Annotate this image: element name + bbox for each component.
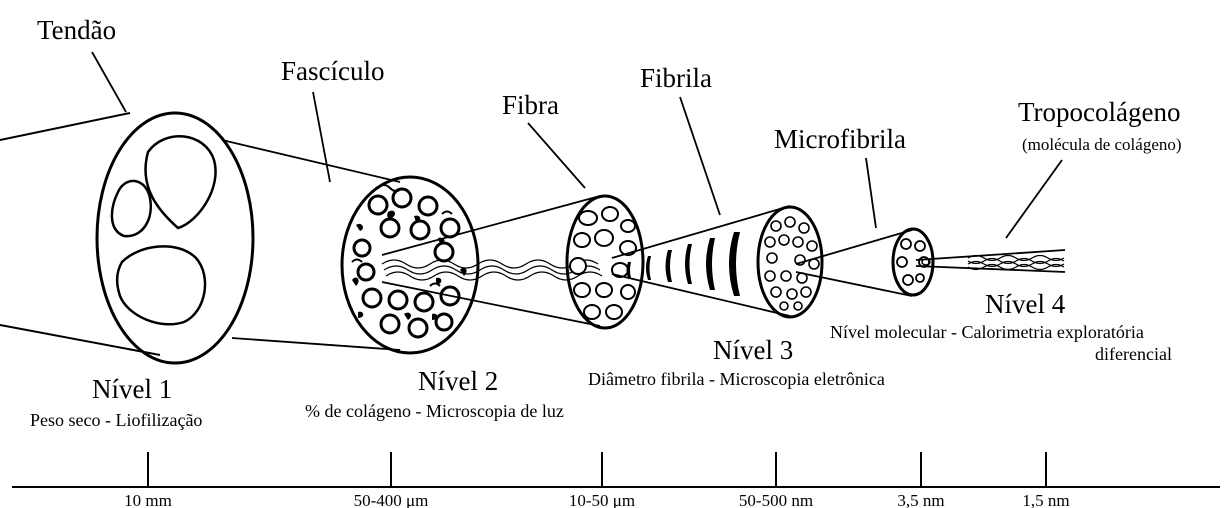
- label-fiber: Fibra: [502, 90, 559, 120]
- label-tropocollagen: Tropocolágeno: [1018, 97, 1181, 127]
- scale-label-1: 10 mm: [124, 491, 172, 508]
- scale-label-5: 3,5 nm: [897, 491, 944, 508]
- level-1-desc: Peso seco - Liofilização: [30, 410, 202, 430]
- tropocollagen-drawing: [968, 256, 1064, 270]
- label-tropocollagen-note: (molécula de colágeno): [1022, 135, 1182, 154]
- level-2-desc: % de colágeno - Microscopia de luz: [305, 401, 564, 421]
- fascicle-drawing: [342, 177, 478, 353]
- level-4-desc-line1: Nível molecular - Calorimetria explorató…: [830, 322, 1144, 342]
- label-tendon: Tendão: [37, 15, 116, 45]
- cone-fiber-fibril: [612, 206, 790, 316]
- label-fibril: Fibrila: [640, 63, 712, 93]
- level-4-title: Nível 4: [985, 289, 1066, 319]
- scale-label-6: 1,5 nm: [1022, 491, 1069, 508]
- tendon-drawing: [0, 113, 253, 363]
- level-3-desc: Diâmetro fibrila - Microscopia eletrônic…: [588, 369, 885, 389]
- level-labels: Nível 1 Peso seco - Liofilização Nível 2…: [30, 289, 1172, 430]
- label-fascicle: Fascículo: [281, 56, 384, 86]
- microfibril-drawing: [893, 229, 933, 295]
- fibril-drawing: [758, 207, 822, 317]
- fiber-drawing: [567, 196, 643, 328]
- scale-label-2: 50-400 μm: [354, 491, 429, 508]
- level-3-title: Nível 3: [713, 335, 793, 365]
- scale-label-4: 50-500 nm: [739, 491, 813, 508]
- label-microfibril: Microfibrila: [774, 124, 906, 154]
- cone-tendon-fascicle: [222, 140, 400, 350]
- scale-axis: 10 mm 50-400 μm 10-50 μm 50-500 nm 3,5 n…: [12, 452, 1220, 508]
- scale-label-3: 10-50 μm: [569, 491, 635, 508]
- structure-labels: Tendão Fascículo Fibra Fibrila Microfibr…: [37, 15, 1182, 154]
- level-1-title: Nível 1: [92, 374, 172, 404]
- leader-lines: [92, 52, 1062, 238]
- level-4-desc-line2: diferencial: [1095, 344, 1172, 364]
- level-2-title: Nível 2: [418, 366, 498, 396]
